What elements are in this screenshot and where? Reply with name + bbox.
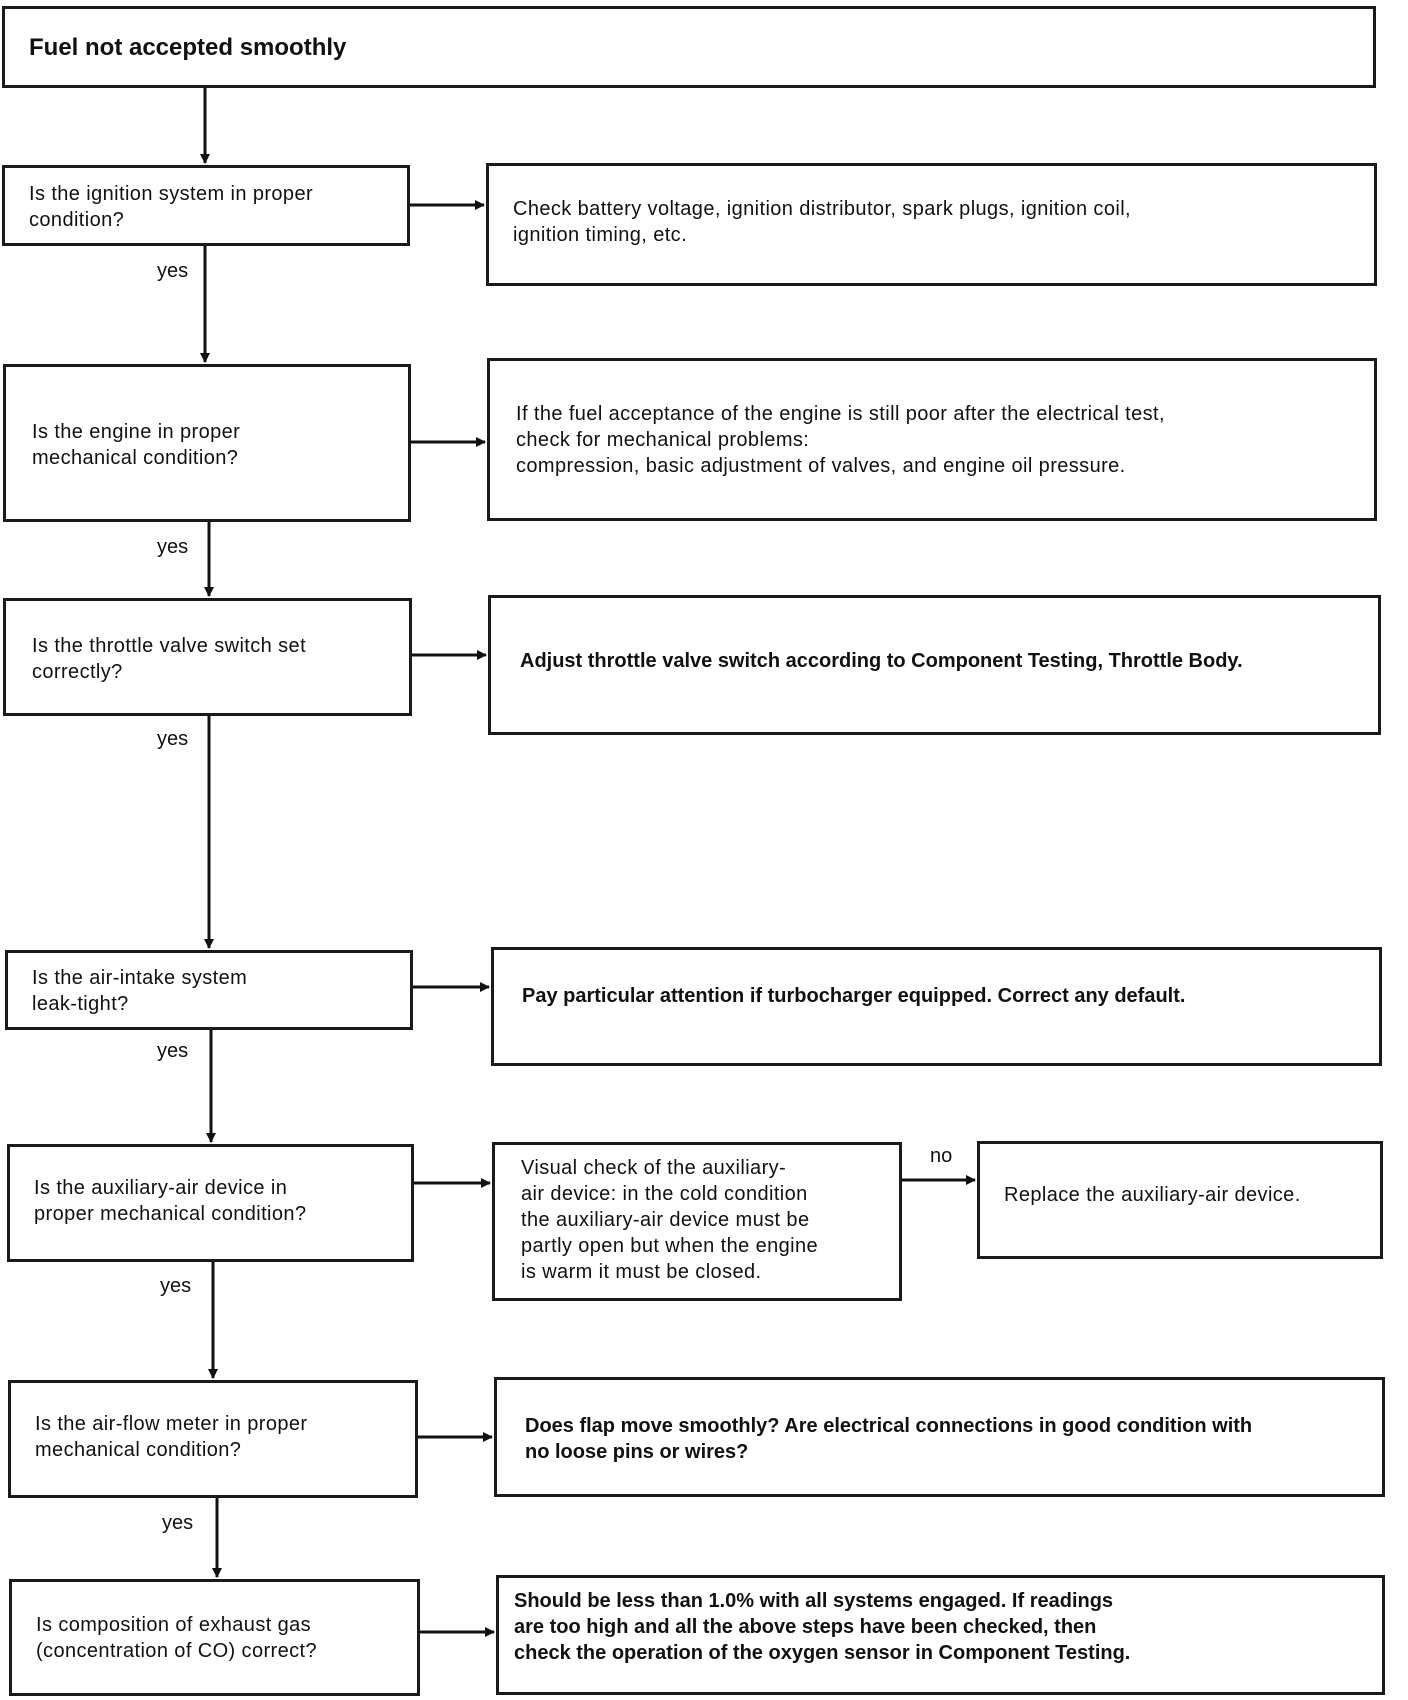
yes-label-5: yes bbox=[160, 1275, 192, 1297]
question-text-2: Is the engine in proper mechanical condi… bbox=[32, 421, 241, 469]
action-text-6: Does flap move smoothly? Are electrical … bbox=[525, 1415, 1253, 1463]
question-box-1: Is the ignition system in proper conditi… bbox=[2, 165, 410, 246]
question-text-4: Is the air-intake system leak-tight? bbox=[32, 967, 248, 1015]
action-box-5: Visual check of the auxiliary- air devic… bbox=[492, 1142, 902, 1301]
question-box-5: Is the auxiliary-air device in proper me… bbox=[7, 1144, 414, 1262]
yes-label-4: yes bbox=[157, 1040, 189, 1062]
yes-label-3: yes bbox=[157, 728, 189, 750]
action-box-2: If the fuel acceptance of the engine is … bbox=[487, 358, 1377, 521]
question-text-1: Is the ignition system in proper conditi… bbox=[29, 183, 314, 231]
action-text-2: If the fuel acceptance of the engine is … bbox=[516, 403, 1165, 477]
sub-action-box-5: Replace the auxiliary-air device. bbox=[977, 1141, 1383, 1259]
question-box-2: Is the engine in proper mechanical condi… bbox=[3, 364, 411, 522]
action-text-5: Visual check of the auxiliary- air devic… bbox=[521, 1157, 819, 1283]
action-box-3: Adjust throttle valve switch according t… bbox=[488, 595, 1381, 735]
question-text-7: Is composition of exhaust gas (concentra… bbox=[36, 1614, 317, 1662]
question-text-5: Is the auxiliary-air device in proper me… bbox=[34, 1177, 307, 1225]
action-text-1: Check battery voltage, ignition distribu… bbox=[513, 198, 1131, 246]
question-text-6: Is the air-flow meter in proper mechanic… bbox=[35, 1413, 308, 1461]
question-box-6: Is the air-flow meter in proper mechanic… bbox=[8, 1380, 418, 1498]
action-box-4: Pay particular attention if turbocharger… bbox=[491, 947, 1382, 1066]
action-box-1: Check battery voltage, ignition distribu… bbox=[486, 163, 1377, 286]
action-text-3: Adjust throttle valve switch according t… bbox=[520, 650, 1243, 672]
yes-label-6: yes bbox=[162, 1512, 194, 1534]
page-title: Fuel not accepted smoothly bbox=[29, 34, 347, 61]
no-label-5: no bbox=[930, 1145, 953, 1167]
yes-label-1: yes bbox=[157, 260, 189, 282]
sub-action-text-5: Replace the auxiliary-air device. bbox=[1004, 1184, 1301, 1206]
question-text-3: Is the throttle valve switch set correct… bbox=[32, 635, 307, 683]
action-text-7: Should be less than 1.0% with all system… bbox=[514, 1590, 1131, 1664]
action-text-4: Pay particular attention if turbocharger… bbox=[522, 985, 1186, 1007]
title-box: Fuel not accepted smoothly bbox=[2, 6, 1376, 88]
action-box-7: Should be less than 1.0% with all system… bbox=[496, 1575, 1385, 1695]
question-box-7: Is composition of exhaust gas (concentra… bbox=[9, 1579, 420, 1696]
question-box-3: Is the throttle valve switch set correct… bbox=[3, 598, 412, 716]
yes-label-2: yes bbox=[157, 536, 189, 558]
question-box-4: Is the air-intake system leak-tight? bbox=[5, 950, 413, 1030]
action-box-6: Does flap move smoothly? Are electrical … bbox=[494, 1377, 1385, 1497]
